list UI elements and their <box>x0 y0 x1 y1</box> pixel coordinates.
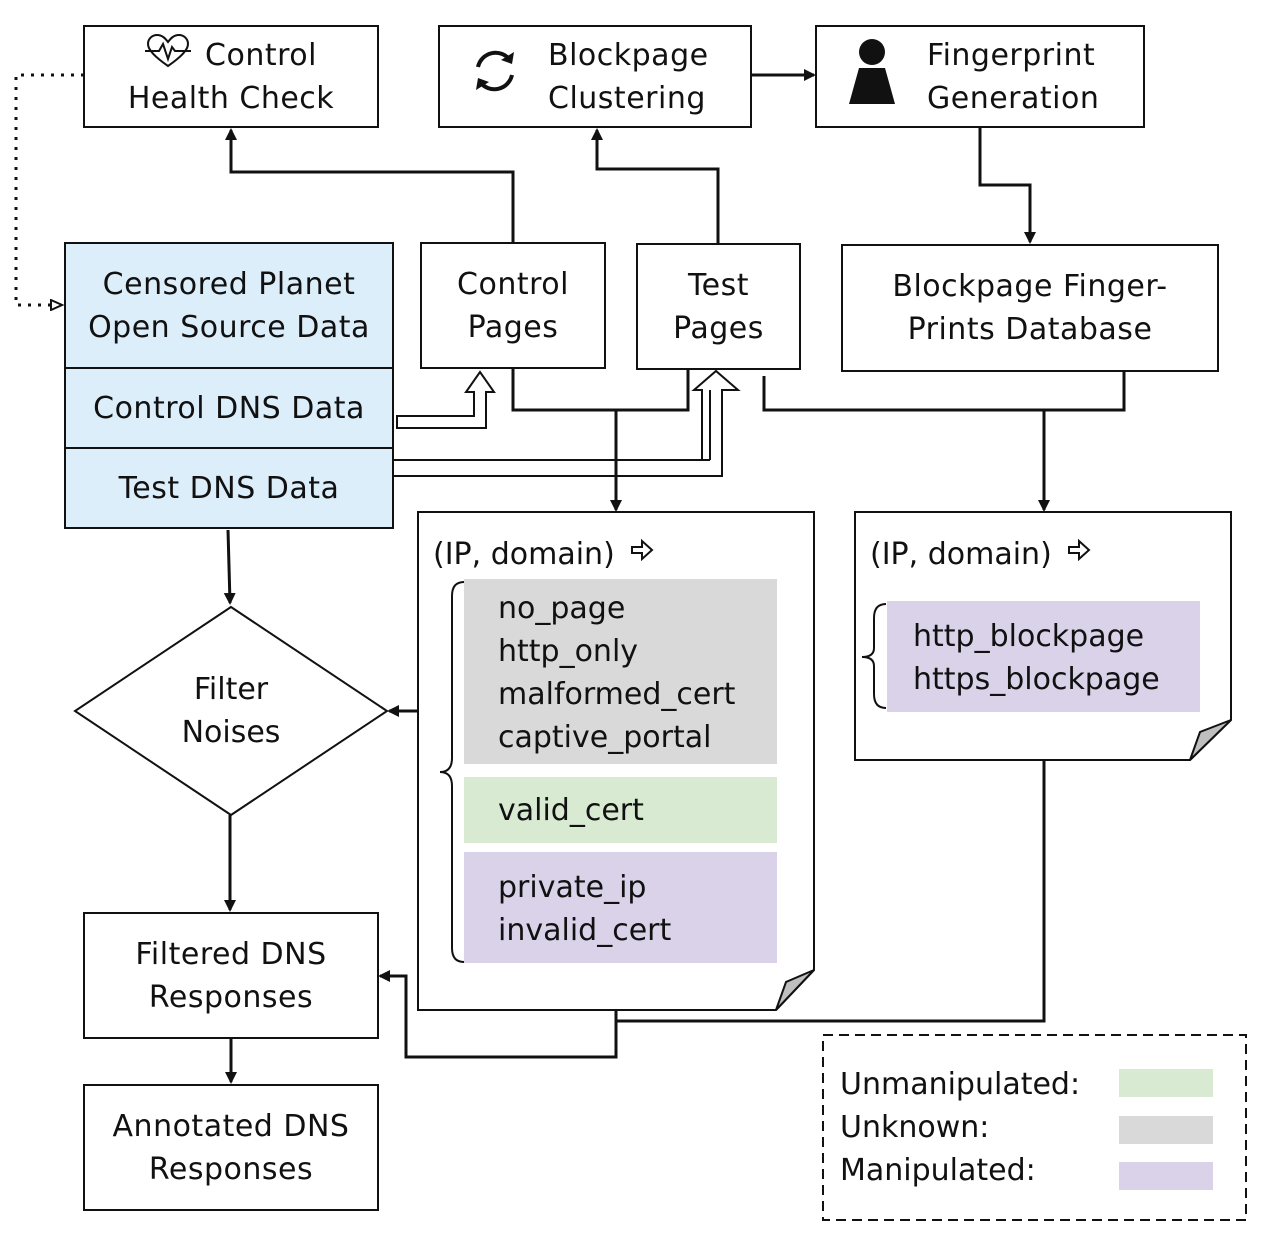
fingerprints-database-line2: Prints Database <box>907 312 1153 347</box>
status-item: https_blockpage <box>913 662 1160 697</box>
fingerprint-generation-line1: Fingerprint <box>927 37 1096 73</box>
legend-border <box>822 1034 1247 1221</box>
fingerprint-generation-node: Fingerprint Generation <box>815 25 1145 128</box>
status-item: invalid_cert <box>498 913 672 948</box>
test-pages-to-clustering-arrow <box>591 128 720 243</box>
right-note-brace <box>861 603 887 709</box>
arrow-right-outline-icon <box>630 535 654 575</box>
blockpage-status-list: http_blockpage https_blockpage <box>887 601 1200 712</box>
status-item: malformed_cert <box>498 677 736 712</box>
filter-noises-label: Filter Noises <box>131 668 331 754</box>
test-dns-to-test-pages-arrow <box>392 369 741 477</box>
legend-unmanipulated-label: Unmanipulated: <box>840 1067 1081 1102</box>
unmanipulated-status-list: valid_cert <box>464 777 777 843</box>
control-pages-to-health-check-arrow <box>225 128 515 242</box>
legend-unknown-label: Unknown: <box>840 1110 990 1145</box>
legend-manipulated-swatch <box>1119 1162 1213 1190</box>
test-pages-line2: Pages <box>673 310 764 346</box>
censored-planet-line2: Open Source Data <box>88 309 370 345</box>
right-note-header-text: (IP, domain) <box>870 537 1052 572</box>
fingerprints-database-node: Blockpage Finger- Prints Database <box>841 244 1219 372</box>
status-item: captive_portal <box>498 720 712 755</box>
refresh-cycle-icon <box>470 46 520 108</box>
left-note-to-filtered-dns-arrow <box>378 970 618 1059</box>
test-pages-line1: Test <box>687 267 750 303</box>
blockpage-clustering-node: Blockpage Clustering <box>438 25 752 128</box>
legend-manipulated-label: Manipulated: <box>840 1153 1036 1188</box>
legend-unmanipulated-swatch <box>1119 1069 1213 1097</box>
right-note-header: (IP, domain) <box>870 535 1091 575</box>
filtered-dns-line2: Responses <box>148 979 314 1015</box>
control-health-check-line2: Health Check <box>127 81 335 116</box>
status-item: valid_cert <box>498 793 644 828</box>
test-dns-data-node: Test DNS Data <box>64 447 394 529</box>
filter-noises-diamond <box>73 605 389 817</box>
left-note-fold <box>775 969 815 1011</box>
notes-to-filtered-dns-arrow <box>616 760 1046 1023</box>
manipulated-status-list: private_ip invalid_cert <box>464 852 777 963</box>
blockpage-clustering-line2: Clustering <box>548 80 706 116</box>
filtered-dns-line1: Filtered DNS <box>135 936 327 972</box>
annotated-dns-line1: Annotated DNS <box>112 1108 350 1144</box>
censored-planet-node: Censored Planet Open Source Data <box>64 242 394 369</box>
right-note-fold <box>1189 719 1232 761</box>
censored-planet-line1: Censored Planet <box>102 266 356 302</box>
control-dns-data-label: Control DNS Data <box>93 390 365 426</box>
control-pages-line2: Pages <box>467 309 559 345</box>
left-note-brace <box>439 581 465 963</box>
legend-unknown-swatch <box>1119 1116 1213 1144</box>
status-item: private_ip <box>498 870 647 905</box>
control-dns-to-control-pages-arrow <box>396 370 496 429</box>
control-pages-line1: Control <box>457 266 569 302</box>
blockpage-clustering-line1: Blockpage <box>548 37 709 73</box>
test-pages-node: Test Pages <box>636 243 801 370</box>
fingerprints-database-line1: Blockpage Finger- <box>892 269 1168 304</box>
person-icon <box>847 38 897 116</box>
left-note-header: (IP, domain) <box>433 535 654 575</box>
annotated-dns-line2: Responses <box>148 1151 314 1187</box>
test-dns-data-label: Test DNS Data <box>118 470 340 506</box>
filtered-dns-node: Filtered DNS Responses <box>83 912 379 1039</box>
filter-noises-line2: Noises <box>181 715 281 750</box>
database-combine-connector <box>762 371 1126 412</box>
fingerprint-generation-line2: Generation <box>927 80 1100 116</box>
arrow-right-outline-icon <box>1067 535 1091 575</box>
control-pages-node: Control Pages <box>420 242 606 369</box>
status-item: http_blockpage <box>913 619 1145 654</box>
heartbeat-icon <box>145 33 192 79</box>
control-health-check-line1: Control <box>205 38 317 73</box>
status-item: http_only <box>498 634 639 669</box>
fingerprint-to-database-arrow <box>978 128 1036 244</box>
filter-noises-line1: Filter <box>193 672 269 707</box>
control-dns-data-node: Control DNS Data <box>64 367 394 449</box>
left-note-header-text: (IP, domain) <box>433 537 615 572</box>
status-item: no_page <box>498 591 626 626</box>
control-health-check-node: Control Health Check <box>83 25 379 128</box>
pages-combine-connector <box>511 368 690 412</box>
annotated-dns-node: Annotated DNS Responses <box>83 1084 379 1211</box>
test-dns-to-filter-arrow <box>223 529 236 605</box>
unknown-status-list: no_page http_only malformed_cert captive… <box>464 579 777 764</box>
health-check-feedback-connector <box>14 73 84 305</box>
